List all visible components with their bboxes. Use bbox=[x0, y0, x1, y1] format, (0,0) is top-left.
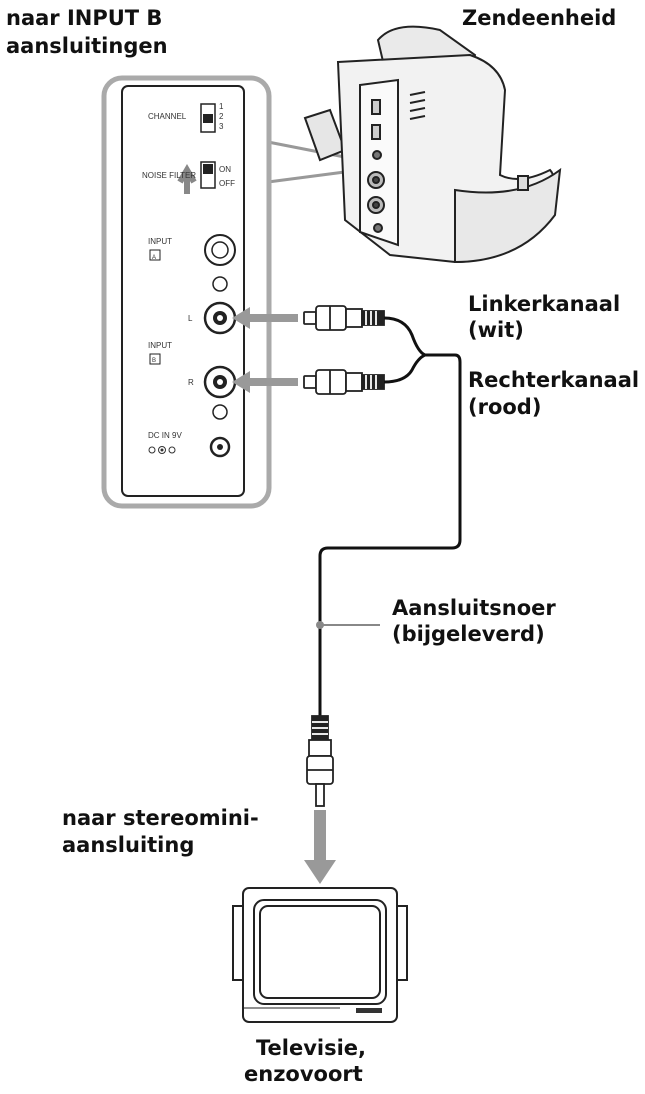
panel-jack-r-label: R bbox=[188, 378, 194, 387]
right-channel-label-line2: (rood) bbox=[468, 395, 542, 419]
panel-input-a-label: INPUT bbox=[148, 237, 172, 246]
input-b-label-line2: aansluitingen bbox=[6, 34, 168, 58]
panel-noise-filter-label: NOISE FILTER bbox=[142, 171, 196, 180]
rca-plug-left bbox=[303, 305, 385, 331]
left-channel-label-line1: Linkerkanaal bbox=[468, 292, 621, 316]
transmitter-unit bbox=[303, 25, 562, 264]
tv-label-line1: Televisie, bbox=[256, 1036, 367, 1060]
up-arrow-icon bbox=[177, 164, 197, 194]
input-b-label-line1: naar INPUT B bbox=[6, 6, 163, 30]
left-channel-label-line2: (wit) bbox=[468, 318, 524, 342]
panel-off-label: OFF bbox=[219, 179, 235, 188]
dc-polarity-icon bbox=[148, 446, 176, 454]
cable-label-line1: Aansluitsnoer bbox=[392, 596, 556, 620]
panel-channel-1: 1 bbox=[219, 102, 224, 111]
stereo-mini-label-line1: naar stereomini- bbox=[62, 806, 259, 830]
tv-label-line2: enzovoort bbox=[244, 1062, 363, 1086]
rca-plug-right bbox=[303, 369, 385, 395]
panel-jack-l-label: L bbox=[188, 314, 193, 323]
connection-arrows bbox=[232, 307, 298, 393]
panel-on-label: ON bbox=[219, 165, 231, 174]
right-channel-label-line1: Rechterkanaal bbox=[468, 368, 640, 392]
panel-dc-in-label: DC IN 9V bbox=[148, 431, 182, 440]
transmitter-label: Zendeenheid bbox=[462, 6, 617, 30]
connection-cable bbox=[318, 316, 462, 718]
panel-channel-3: 3 bbox=[219, 122, 224, 131]
panel-channel-label: CHANNEL bbox=[148, 112, 187, 121]
panel-channel-2: 2 bbox=[219, 112, 224, 121]
television bbox=[232, 887, 408, 1023]
zoom-panel: CHANNEL 1 2 3 NOISE FILTER ON OFF INPUT … bbox=[101, 75, 272, 509]
stereo-mini-plug bbox=[306, 715, 334, 807]
panel-input-b-letter: B bbox=[152, 358, 156, 364]
down-arrow-icon bbox=[304, 810, 336, 884]
panel-input-a-letter: A bbox=[152, 255, 156, 261]
stereo-mini-label-line2: aansluiting bbox=[62, 833, 195, 857]
cable-label-line2: (bijgeleverd) bbox=[392, 622, 545, 646]
panel-input-b-label: INPUT bbox=[148, 341, 172, 350]
cable-leader-line bbox=[316, 621, 380, 629]
